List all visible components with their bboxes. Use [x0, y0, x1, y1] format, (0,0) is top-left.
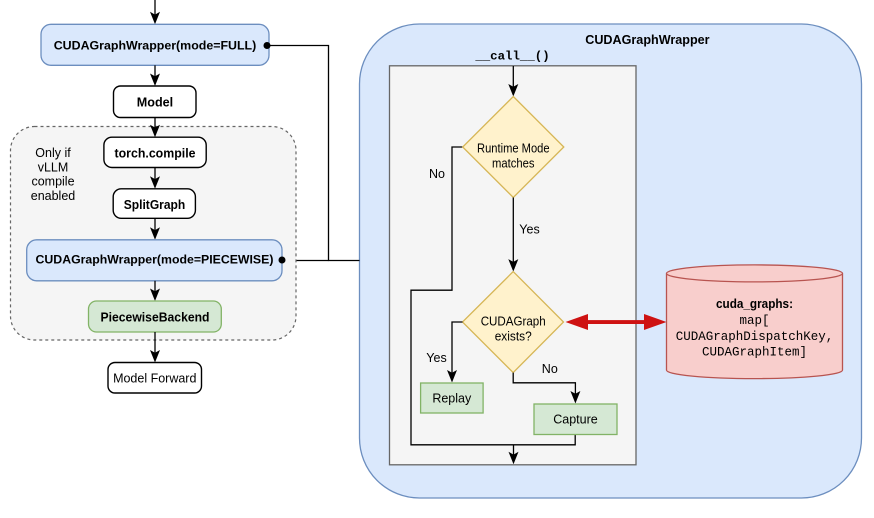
svg-text:__call__(): __call__(): [474, 50, 549, 64]
svg-text:CUDAGraphDispatchKey,: CUDAGraphDispatchKey,: [676, 330, 834, 344]
svg-text:vLLM: vLLM: [38, 160, 69, 174]
svg-text:map[: map[: [739, 314, 769, 328]
svg-text:CUDAGraphWrapper(mode=FULL): CUDAGraphWrapper(mode=FULL): [54, 39, 257, 53]
svg-text:Runtime Mode: Runtime Mode: [477, 142, 550, 156]
svg-text:Yes: Yes: [519, 223, 539, 237]
svg-text:torch.compile: torch.compile: [115, 147, 196, 161]
svg-text:Model: Model: [137, 95, 173, 109]
svg-text:Replay: Replay: [432, 392, 472, 406]
svg-text:PiecewiseBackend: PiecewiseBackend: [101, 311, 210, 325]
svg-text:No: No: [429, 167, 445, 181]
svg-text:CUDAGraphItem]: CUDAGraphItem]: [702, 346, 807, 360]
svg-text:cuda_graphs:: cuda_graphs:: [716, 297, 793, 311]
svg-text:Capture: Capture: [553, 413, 598, 427]
svg-text:CUDAGraphWrapper: CUDAGraphWrapper: [585, 33, 709, 47]
svg-text:exists?: exists?: [495, 329, 532, 343]
svg-text:No: No: [542, 362, 558, 376]
svg-text:CUDAGraph: CUDAGraph: [481, 315, 546, 329]
svg-text:enabled: enabled: [31, 189, 76, 203]
svg-text:CUDAGraphWrapper(mode=PIECEWIS: CUDAGraphWrapper(mode=PIECEWISE): [36, 253, 274, 267]
svg-text:Model Forward: Model Forward: [113, 371, 196, 385]
svg-text:Yes: Yes: [426, 351, 446, 365]
svg-text:SplitGraph: SplitGraph: [124, 198, 186, 212]
svg-text:compile: compile: [31, 175, 74, 189]
svg-text:matches: matches: [492, 156, 535, 170]
svg-text:Only if: Only if: [35, 146, 71, 160]
